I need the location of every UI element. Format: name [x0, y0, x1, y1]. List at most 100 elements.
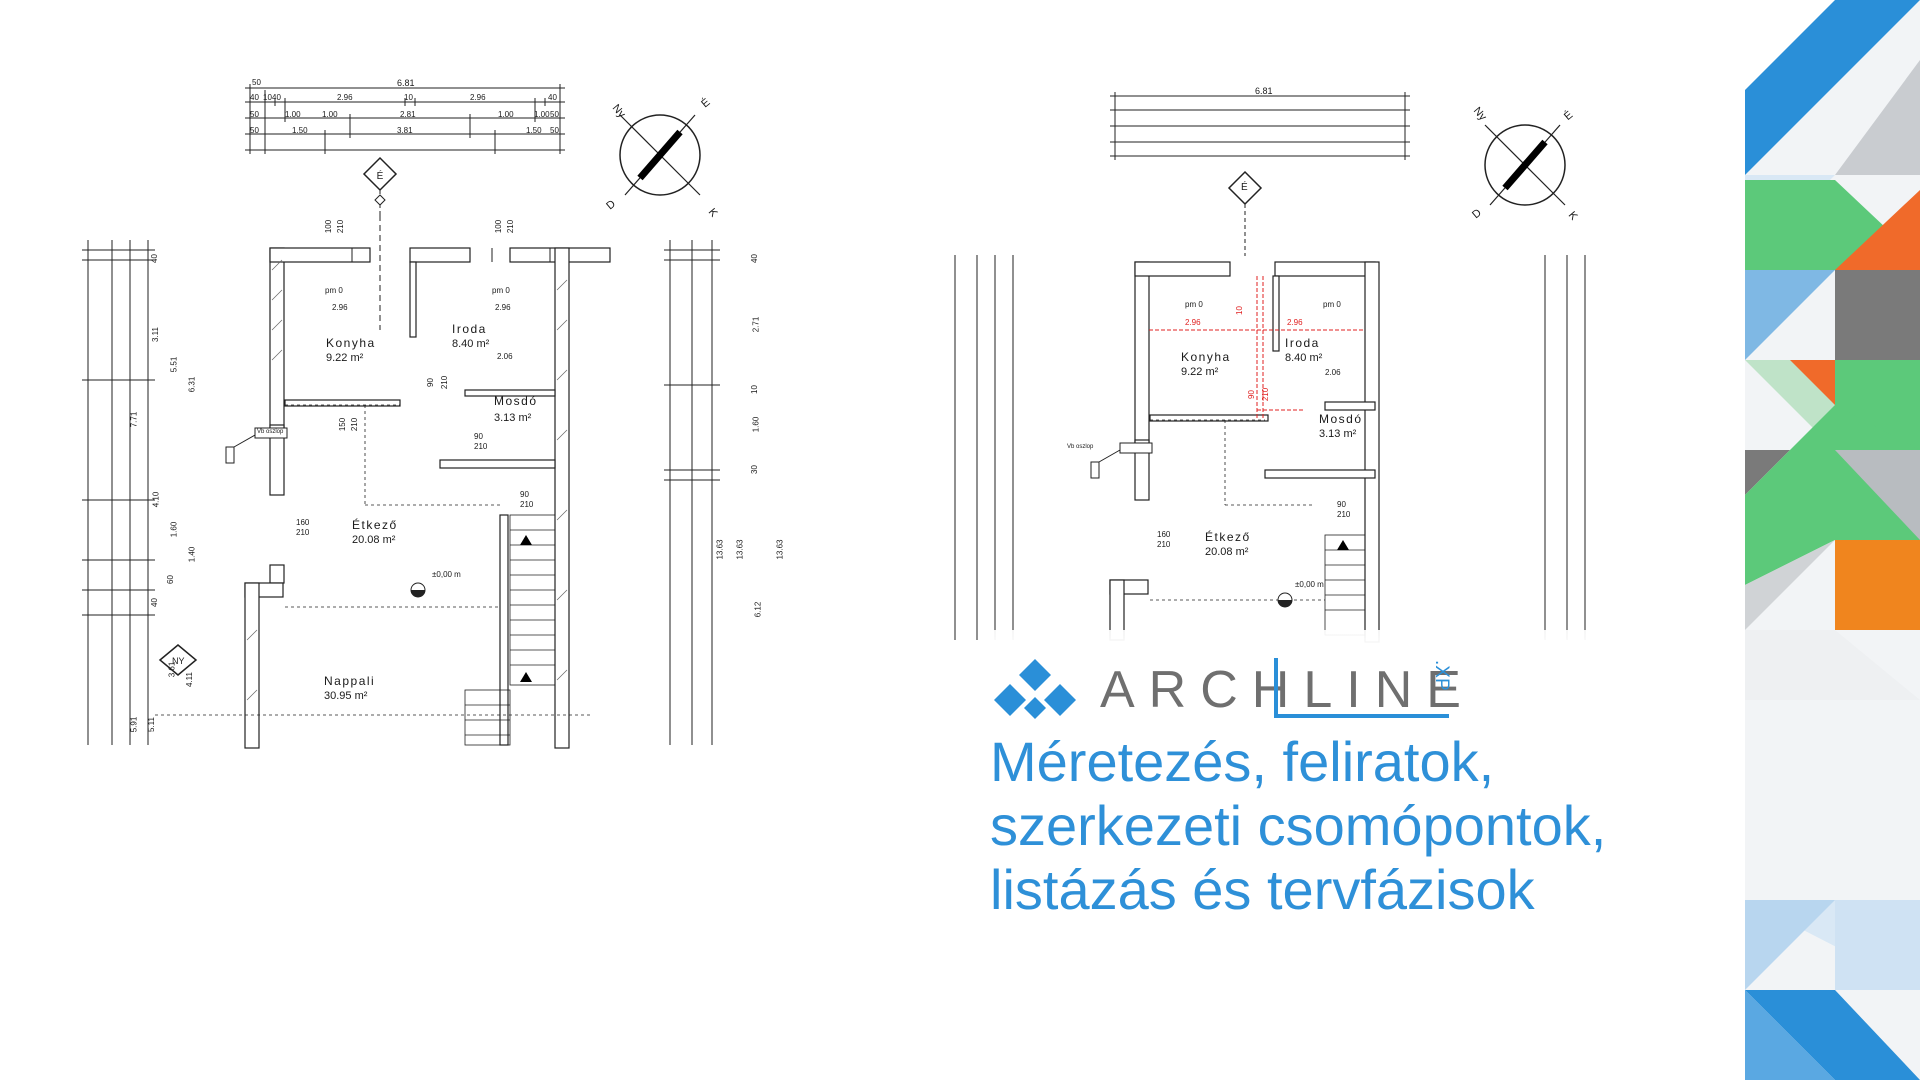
room-konyha-area: 9.22 m² — [326, 352, 364, 364]
p2-door4-a: 90 — [1337, 500, 1346, 509]
window1-a: 100 — [324, 219, 334, 234]
dim-row-a-0: 40 — [250, 93, 259, 102]
rdim-612: 6.12 — [753, 601, 763, 618]
p2-mosdo-name: Mosdó — [1319, 412, 1363, 426]
door3-b: 210 — [474, 442, 488, 451]
dim-row-b-3: 2.81 — [400, 110, 416, 119]
p2-red-door-b: 210 — [1261, 387, 1271, 402]
rdim-30: 30 — [749, 465, 759, 474]
room-nappali-name: Nappali — [324, 674, 376, 688]
door2-a: 150 — [338, 417, 348, 432]
p2-red-mid: 10 — [1234, 306, 1244, 315]
p2-red-left: 2.96 — [1185, 318, 1201, 327]
ldim-60: 60 — [165, 575, 175, 584]
p2-konyha-name: Konyha — [1181, 350, 1231, 364]
rdim-40: 40 — [749, 254, 759, 263]
plan2-labels: 6.81 É Ny É D K pm 0 pm 0 2.96 10 2.96 9… — [905, 0, 1605, 760]
window2-a: 100 — [494, 219, 504, 234]
archline-logo: ARCHLINE .XP — [990, 650, 1475, 730]
ldim-631: 6.31 — [187, 376, 197, 393]
ldim-311: 3.11 — [150, 327, 160, 342]
inner-dim-left: 2.96 — [332, 303, 348, 312]
text-panel — [990, 630, 1750, 1080]
decorative-strip — [1745, 0, 1920, 1080]
floor-plan-left-drawing: É Ny É D K — [82, 84, 720, 749]
logo-text: ARCHLINE — [1100, 661, 1475, 719]
rdim-1363b: 13.63 — [735, 539, 745, 560]
diamond-logo-icon — [994, 659, 1076, 719]
p2-door5-b: 210 — [1157, 540, 1171, 549]
ldim-140: 1.40 — [187, 546, 197, 563]
p2-door5-a: 160 — [1157, 530, 1171, 539]
p2-compass-ny: Ny — [1470, 104, 1489, 124]
p2-north-label: É — [1241, 182, 1248, 193]
level-label: ±0,00 m — [432, 570, 461, 579]
p2-etkezo-name: Étkező — [1205, 530, 1251, 544]
dim-row-b-5: 1.00 — [534, 110, 550, 119]
ldim-40a: 40 — [149, 254, 159, 263]
door4-b: 210 — [520, 500, 534, 509]
dim-row-b-1: 1.00 — [285, 110, 301, 119]
rdim-1363c: 13.63 — [775, 539, 785, 560]
floor-plan-left: É Ny É D K — [60, 0, 760, 760]
door1-b: 210 — [440, 375, 450, 390]
window2-b: 210 — [506, 219, 516, 234]
pm-left: pm 0 — [325, 286, 343, 295]
logo-suffix: .XP — [1431, 660, 1452, 691]
p2-pm-left: pm 0 — [1185, 300, 1203, 309]
p2-compass-k: K — [1565, 209, 1580, 223]
ldim-551: 5.51 — [169, 356, 179, 373]
plan1-labels: 6.81 50 40 10 40 2.96 10 2.96 40 50 1.00… — [60, 0, 784, 760]
dim-row-b-0: 50 — [250, 110, 259, 119]
p2-red-door-a: 90 — [1246, 390, 1256, 399]
dim-total: 6.81 — [397, 78, 415, 88]
ldim-361: 3.61 — [167, 661, 177, 678]
dim-row-a-2: 40 — [272, 93, 281, 102]
dim-row-b-2: 1.00 — [322, 110, 338, 119]
p2-konyha-area: 9.22 m² — [1181, 366, 1219, 378]
ldim-40b: 40 — [149, 598, 159, 607]
dim-row-c-0: 50 — [250, 126, 259, 135]
room-mosdo-name: Mosdó — [494, 394, 538, 408]
window1-b: 210 — [336, 219, 346, 234]
logo-l-base — [1274, 714, 1449, 718]
logo-l-bar — [1274, 658, 1278, 718]
inner-dim-mosdo: 2.06 — [497, 352, 513, 361]
p2-etkezo-area: 20.08 m² — [1205, 546, 1249, 558]
ldim-410: 4.10 — [151, 491, 161, 508]
compass: Ny É D K — [604, 96, 720, 220]
ldim-411: 4.11 — [184, 672, 194, 687]
p2-pm-right: pm 0 — [1323, 300, 1341, 309]
p2-level-label: ±0,00 m — [1295, 580, 1324, 589]
p2-compass-d: D — [1470, 206, 1484, 222]
room-mosdo-area: 3.13 m² — [494, 412, 532, 424]
door4-a: 90 — [520, 490, 529, 499]
dim-row-c-1: 1.50 — [292, 126, 308, 135]
door2-b: 210 — [350, 417, 360, 432]
west-marker: NY — [158, 644, 198, 676]
p2-iroda-area: 8.40 m² — [1285, 352, 1323, 364]
dim-top-50: 50 — [252, 78, 261, 87]
dim-row-a-6: 40 — [548, 93, 557, 102]
p2-compass-e: É — [1562, 109, 1576, 123]
p2-mosdo-area: 3.13 m² — [1319, 428, 1357, 440]
door1-a: 90 — [425, 378, 435, 387]
room-etkezo-name: Étkező — [352, 518, 398, 532]
ldim-160: 1.60 — [169, 521, 179, 538]
rdim-160: 1.60 — [751, 416, 761, 433]
headline-line-3: listázás és tervfázisok — [990, 858, 1535, 921]
rdim-1363a: 13.63 — [715, 539, 725, 560]
room-iroda-area: 8.40 m² — [452, 338, 490, 350]
p2-iroda-name: Iroda — [1285, 336, 1320, 350]
dim-row-a-5: 2.96 — [470, 93, 486, 102]
north-marker: É — [362, 156, 398, 215]
dim-row-c-3: 1.50 — [526, 126, 542, 135]
column-label: Vb oszlop — [257, 429, 284, 435]
p2-door4-b: 210 — [1337, 510, 1351, 519]
dim-row-a-4: 10 — [404, 93, 413, 102]
floor-plan-right — [954, 0, 1660, 760]
door5-b: 210 — [296, 528, 310, 537]
door3-a: 90 — [474, 432, 483, 441]
rdim-271: 2.71 — [751, 316, 761, 333]
headline: Méretezés, feliratok, szerkezeti csomópo… — [990, 730, 1750, 922]
